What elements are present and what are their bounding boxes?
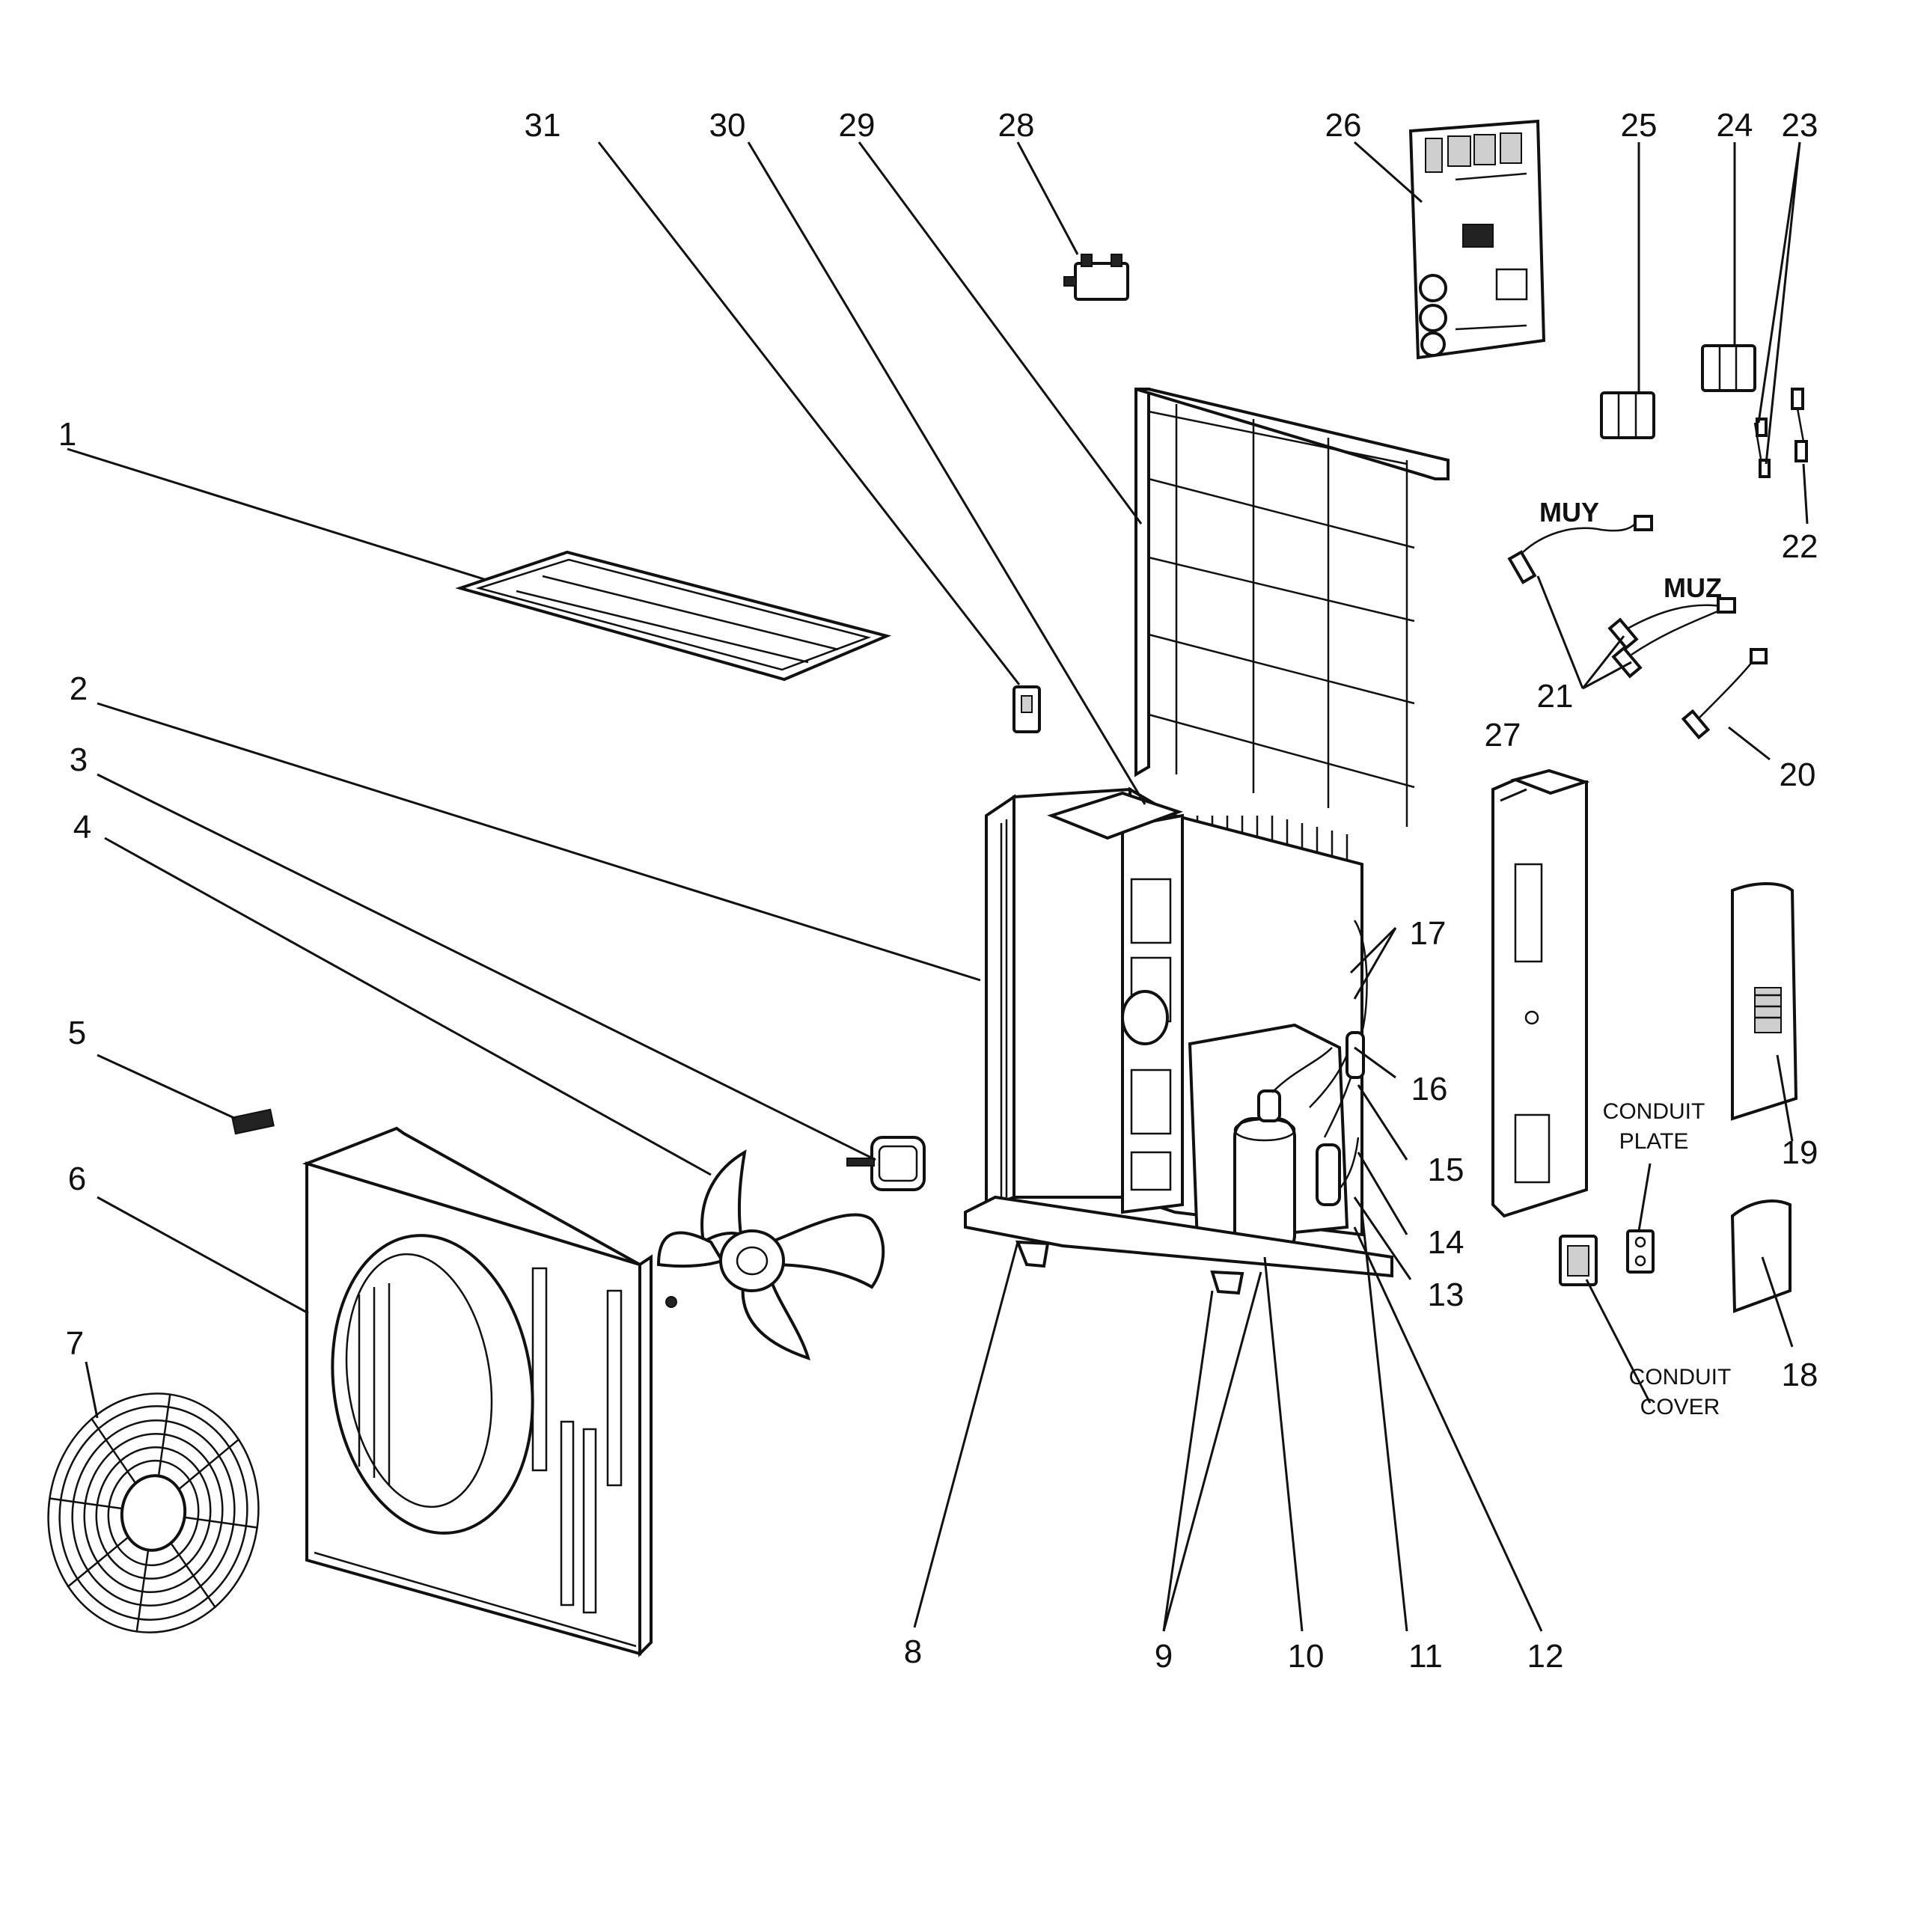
label-part-30: 30 (709, 107, 746, 144)
service-panel (1731, 882, 1798, 1121)
side-panel (1491, 768, 1590, 1218)
label-part-15: 15 (1428, 1152, 1464, 1188)
label-part-25: 25 (1621, 107, 1658, 144)
rear-guard (1134, 388, 1450, 827)
label-part-28: 28 (998, 107, 1035, 144)
thermistor-23 (1753, 418, 1771, 478)
front-panel-grille-slots (358, 1283, 391, 1485)
label-part-26: 26 (1325, 107, 1362, 144)
front-panel (302, 1126, 653, 1657)
rear-guard-grid (1148, 404, 1415, 827)
label-part-23: 23 (1782, 107, 1818, 144)
label-conduit-cover-2: COVER (1640, 1395, 1720, 1419)
label-part-19: 19 (1782, 1134, 1818, 1171)
label-part-4: 4 (73, 809, 91, 846)
label-muz: MUZ (1664, 572, 1722, 603)
label-part-18: 18 (1782, 1357, 1818, 1393)
label-part-24: 24 (1717, 107, 1753, 144)
thermistor-holder (1012, 685, 1041, 733)
label-muy: MUY (1539, 497, 1599, 528)
top-panel (455, 550, 892, 682)
label-part-21: 21 (1537, 678, 1574, 715)
label-conduit-plate-2: PLATE (1619, 1129, 1689, 1154)
drain-clip (231, 1108, 275, 1135)
label-part-5: 5 (68, 1015, 86, 1051)
thermistor-muy (1507, 515, 1653, 584)
label-part-22: 22 (1782, 528, 1818, 565)
inverter-pcb (1408, 119, 1546, 360)
label-part-16: 16 (1411, 1071, 1448, 1107)
cover-18 (1730, 1199, 1792, 1313)
fan-guard (47, 1393, 260, 1633)
label-part-13: 13 (1428, 1277, 1464, 1313)
label-part-17: 17 (1410, 915, 1447, 952)
label-part-7: 7 (66, 1325, 84, 1362)
label-part-2: 2 (70, 670, 88, 707)
label-part-8: 8 (904, 1633, 922, 1670)
conduit-cover (1559, 1235, 1598, 1286)
part-number-labels: 1 2 3 4 5 6 7 8 9 10 11 12 13 14 15 16 1… (58, 107, 1818, 1675)
thermistor-22 (1791, 388, 1808, 462)
propeller-fan (656, 1149, 885, 1361)
refrigerant-piping (1271, 920, 1368, 1206)
thermistor-muz (1607, 597, 1736, 679)
conduit-plate (1626, 1229, 1655, 1274)
label-part-12: 12 (1527, 1638, 1564, 1675)
label-part-20: 20 (1780, 756, 1816, 793)
thermistor-20 (1681, 648, 1768, 740)
relay-28 (1063, 254, 1129, 301)
label-part-9: 9 (1155, 1638, 1173, 1675)
label-part-27: 27 (1485, 717, 1521, 753)
label-part-3: 3 (70, 742, 88, 778)
label-part-1: 1 (58, 416, 76, 453)
label-part-10: 10 (1288, 1638, 1325, 1675)
label-part-11: 11 (1408, 1638, 1443, 1675)
label-part-6: 6 (68, 1161, 86, 1197)
note-labels: CONDUIT PLATE CONDUIT COVER (1603, 1099, 1732, 1419)
variant-labels: MUY MUZ (1539, 497, 1722, 603)
label-part-14: 14 (1428, 1224, 1464, 1261)
label-part-29: 29 (839, 107, 876, 144)
leader-lines (67, 141, 1809, 1632)
label-part-31: 31 (525, 107, 561, 144)
terminal-block-24 (1701, 344, 1756, 392)
terminal-block-25 (1600, 391, 1655, 439)
fan-motor (846, 1136, 926, 1191)
main-chassis (964, 786, 1393, 1295)
label-conduit-cover-1: CONDUIT (1629, 1365, 1732, 1390)
label-conduit-plate-1: CONDUIT (1603, 1099, 1705, 1124)
